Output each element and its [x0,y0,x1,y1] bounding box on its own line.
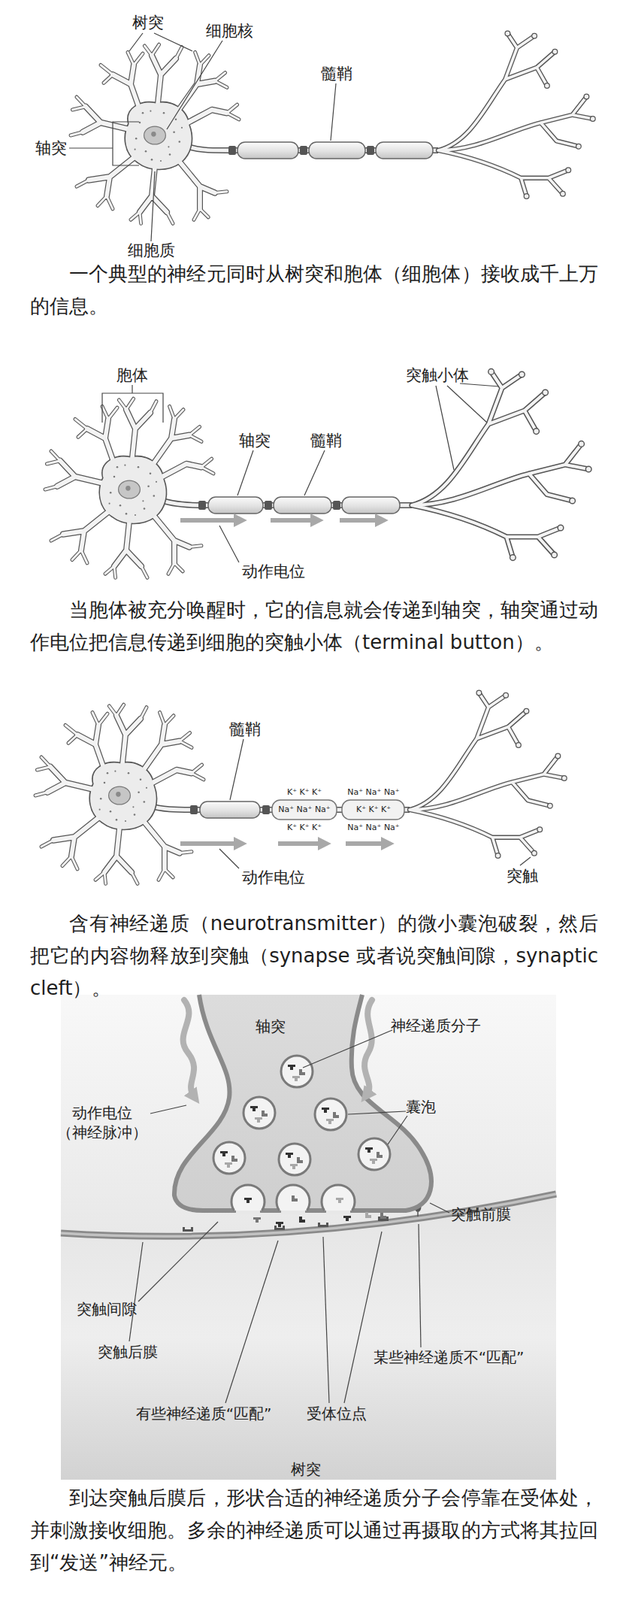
myelin-sheath [237,142,433,159]
part-label: 胞体 [116,365,149,385]
caption-text: 到达突触后膜后，形状合适的神经递质分子会停靠在受体处，并刺激接收细胞。多余的神经… [30,1481,599,1579]
part-label: 囊泡 [405,1097,436,1116]
ion-label: K⁺ K⁺ K⁺ [356,804,391,815]
neurotransmitter-molecule [244,1194,387,1227]
ion-label: K⁺ K⁺ K⁺ [287,787,322,798]
part-label: 突触后膜 [97,1342,158,1361]
part-label: 某些神经递质不“匹配” [373,1348,525,1366]
neuron-panel-2 [45,368,592,578]
part-label: 细胞核 [205,21,254,40]
dendrite-body [60,1193,557,1479]
synapse-panel [60,994,557,1479]
axon-terminals [411,368,592,561]
caption-text: 一个典型的神经元同时从树突和胞体（细胞体）接收成千上万的信息。 [30,257,599,323]
ion-segment [272,799,405,820]
nerve-impulse-arrow [183,999,372,1096]
cell-body [35,704,204,884]
axon-terminals [438,30,596,199]
part-label: 树突 [132,13,164,32]
signal-arrow [180,840,387,846]
fusing-vesicle [231,1184,355,1210]
leader-line [129,1029,450,1403]
part-label: 髓鞘 [229,719,261,738]
part-label: 细胞质 [127,241,176,260]
part-label: 突触前膜 [450,1205,512,1223]
myelin-sheath [208,496,400,514]
part-label: 有些神经递质“匹配” [136,1404,273,1422]
part-label: 髓鞘 [310,431,342,450]
part-label: 受体位点 [306,1404,367,1422]
part-label: 突触 [506,866,539,885]
axon-terminals [409,689,567,858]
caption-text: 当胞体被充分唤醒时，它的信息就会传递到轴突，轴突通过动作电位把信息传递到细胞的突… [30,593,599,659]
panel-ground [60,994,557,1479]
cell-body [45,398,214,578]
ion-label: Na⁺ Na⁺ Na⁺ [278,804,330,815]
caption-text: 含有神经递质（neurotransmitter）的微小囊泡破裂，然后把它的内容物… [30,907,599,1005]
signal-arrow [180,517,381,523]
leader-line [69,33,336,242]
ion-label: Na⁺ Na⁺ Na⁺ [347,787,400,798]
leader-line [219,738,531,868]
neuron-panel-1 [69,30,596,242]
part-label: 轴突 [255,1017,286,1035]
ion-label: Na⁺ Na⁺ Na⁺ [347,822,400,833]
neuron-panel-3 [35,689,567,884]
part-label: 动作电位 （神经脉冲） [55,1102,149,1142]
part-label: 树突 [290,1460,321,1478]
part-label: 髓鞘 [320,64,353,83]
part-label: 突触间隙 [76,1300,137,1318]
part-label: 突触小体 [405,365,469,385]
part-label: 动作电位 [241,868,306,887]
cell-body [70,44,239,224]
leader-line [102,383,500,563]
part-label: 轴突 [35,139,67,158]
part-label: 动作电位 [241,562,306,581]
ion-label: K⁺ K⁺ K⁺ [287,822,322,833]
part-label: 轴突 [238,431,271,450]
myelin-sheath [199,801,261,818]
part-label: 神经递质分子 [390,1016,481,1035]
